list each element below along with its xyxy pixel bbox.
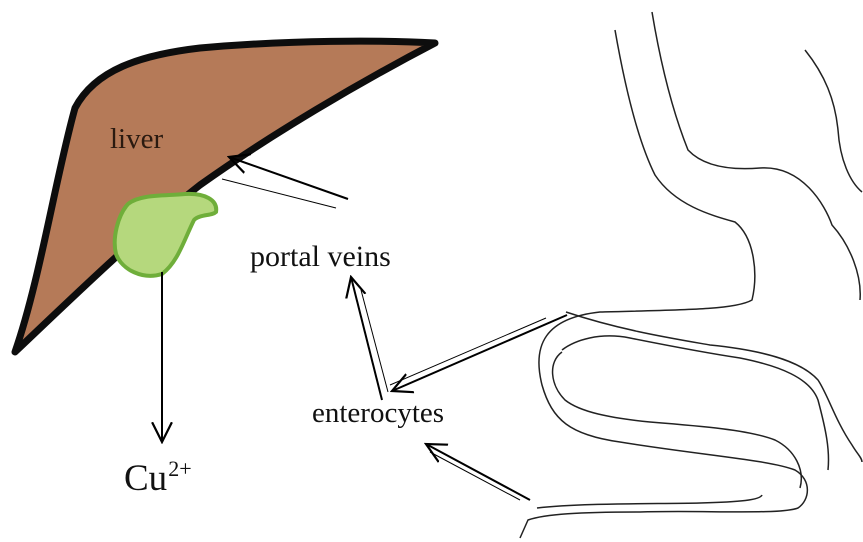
arrow-lower-intestine-to-enterocytes <box>426 444 530 500</box>
copper-charge: 2+ <box>168 456 191 481</box>
portal-veins-label: portal veins <box>250 242 391 272</box>
arrows <box>162 157 567 500</box>
copper-symbol: Cu <box>124 458 167 499</box>
arrow-to-portal-veins-shadow <box>361 290 388 392</box>
arrow-to-liver-shadow <box>222 179 336 208</box>
gallbladder-shape <box>115 194 216 276</box>
arrow-intestine-to-enterocytes-shadow <box>390 318 546 385</box>
enterocytes-label: enterocytes <box>312 399 444 428</box>
arrow-to-liver <box>229 157 348 199</box>
liver-label: liver <box>110 125 163 154</box>
copper-ion-label: Cu2+ <box>124 458 192 497</box>
liver-shape <box>15 41 435 352</box>
intestine-outline <box>520 12 862 538</box>
arrow-lower-intestine-to-enterocytes-shadow <box>430 452 520 500</box>
arrow-to-portal-veins <box>351 277 382 400</box>
